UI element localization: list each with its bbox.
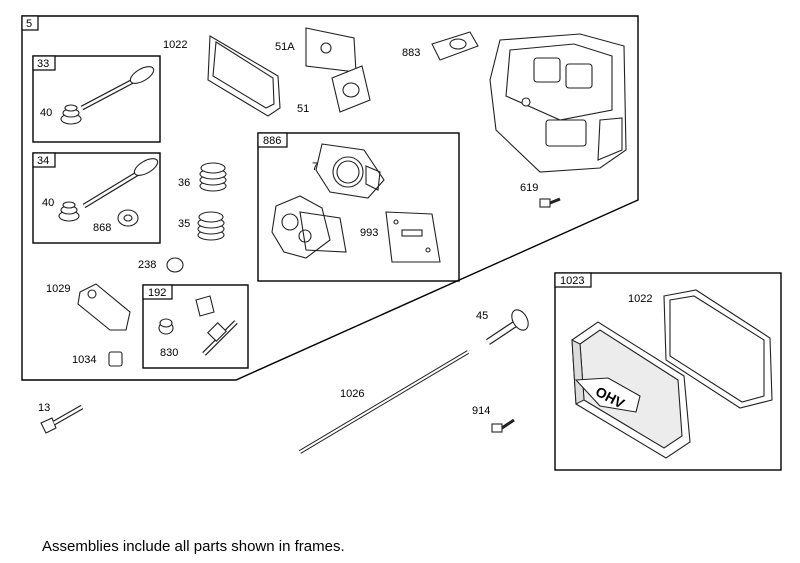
callout-51: 51 xyxy=(297,103,309,115)
adjusting-nut xyxy=(158,318,174,335)
callout-883: 883 xyxy=(402,47,420,59)
assembly-5-frame: 5 xyxy=(21,15,639,381)
assembly-1023-label: 1023 xyxy=(560,275,584,287)
callout-7: 7 xyxy=(312,161,318,173)
gasket-993 xyxy=(385,211,441,263)
callout-914: 914 xyxy=(472,405,490,417)
head-gasket-7 xyxy=(315,143,385,199)
assembly-192-frame: 192 830 xyxy=(142,284,249,369)
cylinder-head xyxy=(489,33,627,173)
callout-993: 993 xyxy=(360,227,378,239)
rotator-868 xyxy=(117,209,139,227)
callout-1034: 1034 xyxy=(72,354,96,366)
carburetor-gasket-set xyxy=(271,195,347,259)
exhaust-valve xyxy=(82,158,159,209)
push-rod-1026 xyxy=(298,350,470,454)
bolt-914 xyxy=(491,418,515,433)
assembly-34-frame: 34 40 868 xyxy=(32,152,161,244)
gasket-51 xyxy=(331,65,371,113)
callout-45: 45 xyxy=(476,310,488,322)
callout-13: 13 xyxy=(38,402,50,414)
assembly-886-label: 886 xyxy=(263,135,281,147)
bolt-619 xyxy=(539,197,561,208)
bolt-13 xyxy=(40,404,84,434)
assembly-1023-frame: 1023 1022 OHV xyxy=(554,272,782,471)
footnote: Assemblies include all parts shown in fr… xyxy=(42,538,345,555)
rocker-stud-830 xyxy=(202,320,238,356)
valve-keeper-40b xyxy=(58,201,80,222)
callout-51a: 51A xyxy=(275,41,295,53)
cover-gasket-1022-top xyxy=(207,35,281,117)
callout-1022-cover: 1022 xyxy=(628,293,652,305)
rocker-nut xyxy=(195,295,215,317)
callout-868: 868 xyxy=(93,222,111,234)
gasket-51a xyxy=(305,27,357,73)
tappet-45 xyxy=(486,309,529,345)
callout-238: 238 xyxy=(138,259,156,271)
assembly-34-label: 34 xyxy=(37,155,49,167)
intake-valve xyxy=(80,66,155,111)
callout-35: 35 xyxy=(178,218,190,230)
valve-keeper-40a xyxy=(60,104,82,125)
cover-gasket-1022 xyxy=(663,289,773,409)
assembly-5-label: 5 xyxy=(26,18,32,30)
callout-1029: 1029 xyxy=(46,283,70,295)
gasket-883 xyxy=(431,31,479,61)
assembly-33-label: 33 xyxy=(37,58,49,70)
cap-238 xyxy=(166,257,184,273)
callout-40-b: 40 xyxy=(42,197,54,209)
callout-830: 830 xyxy=(160,347,178,359)
valve-cover: OHV xyxy=(571,321,691,459)
ohv-logo: OHV xyxy=(574,377,641,413)
callout-1026: 1026 xyxy=(340,388,364,400)
assembly-886-frame: 886 7 993 xyxy=(257,132,460,282)
valve-spring-36 xyxy=(199,162,227,192)
assembly-192-label: 192 xyxy=(148,287,166,299)
valve-spring-35 xyxy=(197,211,225,241)
callout-619: 619 xyxy=(520,182,538,194)
callout-36: 36 xyxy=(178,177,190,189)
callout-40-a: 40 xyxy=(40,107,52,119)
clip-1034 xyxy=(108,351,123,367)
callout-1022-top: 1022 xyxy=(163,39,187,51)
rocker-arm-1029 xyxy=(77,283,131,331)
assembly-33-frame: 33 40 xyxy=(32,55,161,143)
